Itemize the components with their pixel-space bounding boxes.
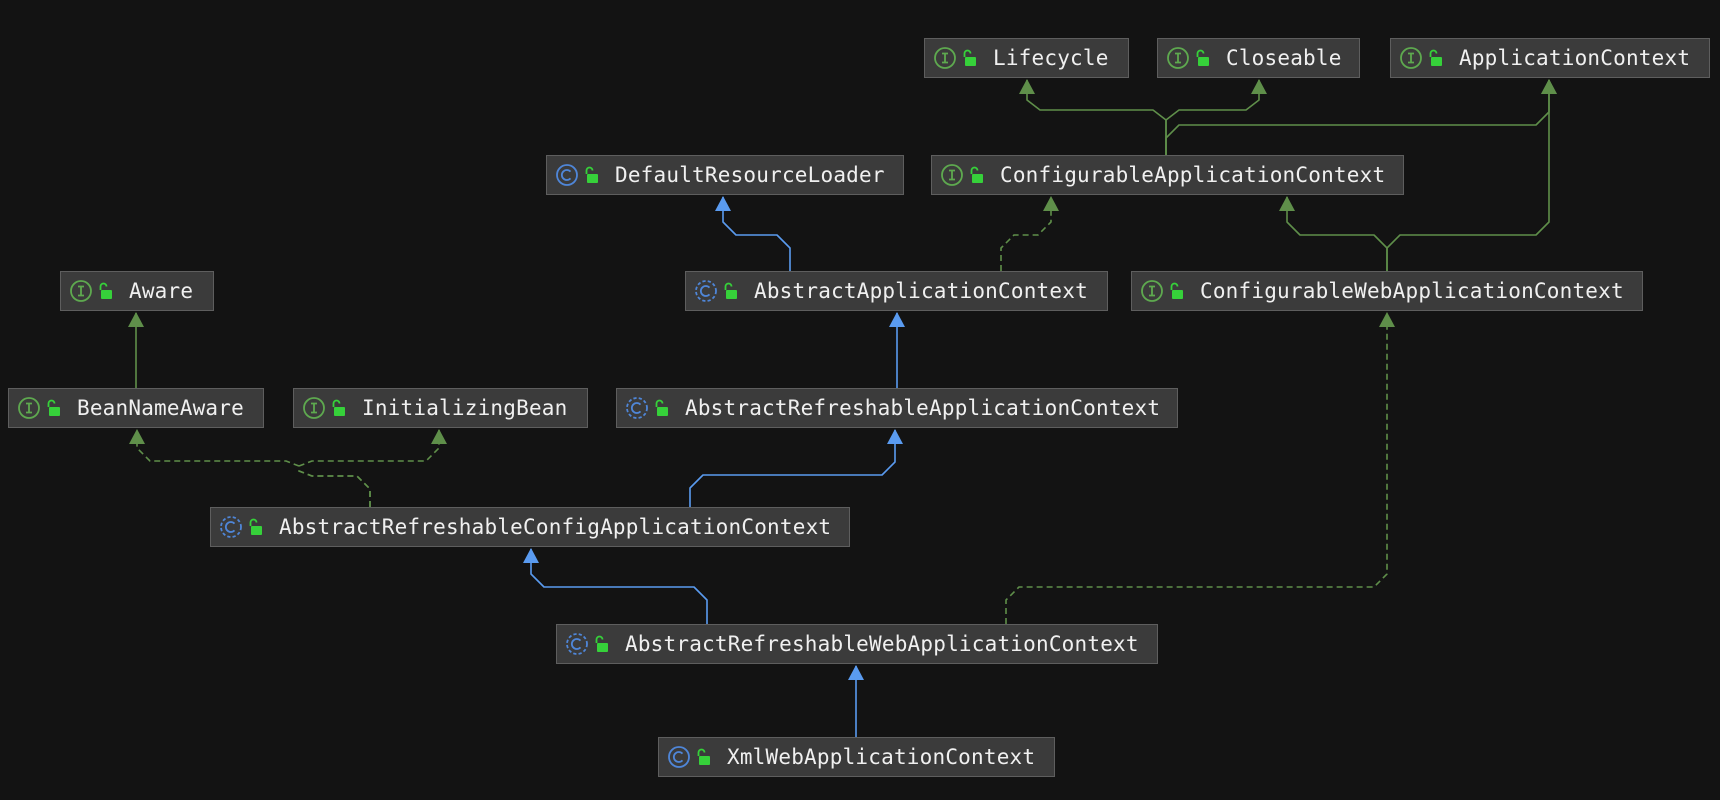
edge-line xyxy=(1386,80,1550,271)
interface-icon xyxy=(1140,279,1164,303)
edge-line xyxy=(1286,197,1388,271)
public-lock-icon xyxy=(247,515,265,539)
node-applicationcontext[interactable]: ApplicationContext xyxy=(1390,38,1710,78)
node-label: AbstractRefreshableApplicationContext xyxy=(685,396,1161,420)
edge-line xyxy=(1005,313,1388,624)
interface-icon xyxy=(17,396,41,420)
edge-configurableapplicationcontext-to-closeable xyxy=(1165,79,1267,155)
node-aware[interactable]: Aware xyxy=(60,271,214,311)
edge-abstractrefreshableapplicationcontext-to-abstractapplicationcontext xyxy=(889,312,905,388)
inheritance-arrowhead xyxy=(1019,79,1035,94)
public-lock-icon xyxy=(1427,46,1445,70)
edge-line xyxy=(689,430,896,507)
node-abstractapplicationcontext[interactable]: AbstractApplicationContext xyxy=(685,271,1108,311)
inheritance-arrowhead xyxy=(1379,312,1395,327)
interface-icon xyxy=(933,46,957,70)
node-beannameaware[interactable]: BeanNameAware xyxy=(8,388,264,428)
inheritance-arrowhead xyxy=(715,196,731,211)
inheritance-arrowhead xyxy=(848,665,864,680)
public-lock-icon xyxy=(695,745,713,769)
public-lock-icon xyxy=(722,279,740,303)
node-label: Lifecycle xyxy=(993,46,1109,70)
edge-configurableapplicationcontext-to-applicationcontext xyxy=(1165,79,1557,155)
edge-line xyxy=(722,197,791,271)
interface-icon xyxy=(302,396,326,420)
interface-icon xyxy=(1166,46,1190,70)
edge-abstractrefreshablewebapplicationcontext-to-configurablewebapplicationcontext xyxy=(1005,312,1395,624)
edge-line xyxy=(1165,80,1260,155)
public-lock-icon xyxy=(653,396,671,420)
class-icon xyxy=(555,163,579,187)
abstract-class-icon xyxy=(565,632,589,656)
edge-abstractrefreshableconfigapplicationcontext-to-beannameaware xyxy=(129,429,371,507)
node-configurableapplicationcontext[interactable]: ConfigurableApplicationContext xyxy=(931,155,1404,195)
node-initializingbean[interactable]: InitializingBean xyxy=(293,388,588,428)
public-lock-icon xyxy=(45,396,63,420)
interface-icon xyxy=(1399,46,1423,70)
public-lock-icon xyxy=(1168,279,1186,303)
inheritance-arrowhead xyxy=(1279,196,1295,211)
node-closeable[interactable]: Closeable xyxy=(1157,38,1360,78)
inheritance-arrowhead xyxy=(889,312,905,327)
edge-line xyxy=(136,430,371,507)
node-label: AbstractApplicationContext xyxy=(754,279,1088,303)
public-lock-icon xyxy=(1194,46,1212,70)
edge-abstractapplicationcontext-to-configurableapplicationcontext xyxy=(1000,196,1059,271)
inheritance-arrowhead xyxy=(128,312,144,327)
inheritance-arrowhead xyxy=(523,548,539,563)
node-label: AbstractRefreshableWebApplicationContext xyxy=(625,632,1139,656)
abstract-class-icon xyxy=(625,396,649,420)
edge-configurablewebapplicationcontext-to-configurableapplicationcontext xyxy=(1279,196,1388,271)
public-lock-icon xyxy=(583,163,601,187)
edge-abstractapplicationcontext-to-defaultresourceloader xyxy=(715,196,791,271)
abstract-class-icon xyxy=(694,279,718,303)
edge-beannameaware-to-aware xyxy=(128,312,144,388)
inheritance-arrowhead xyxy=(887,429,903,444)
inheritance-arrowhead xyxy=(1541,79,1557,94)
edge-configurablewebapplicationcontext-to-applicationcontext xyxy=(1386,79,1557,271)
edge-xmlwebapplicationcontext-to-abstractrefreshablewebapplicationcontext xyxy=(848,665,864,737)
edge-abstractrefreshablewebapplicationcontext-to-abstractrefreshableconfigapplicationcontext xyxy=(523,548,708,624)
node-label: ApplicationContext xyxy=(1459,46,1691,70)
node-label: Closeable xyxy=(1226,46,1342,70)
node-defaultresourceloader[interactable]: DefaultResourceLoader xyxy=(546,155,904,195)
edge-line xyxy=(1000,197,1052,271)
class-icon xyxy=(667,745,691,769)
node-label: ConfigurableWebApplicationContext xyxy=(1200,279,1624,303)
node-abstractrefreshableapplicationcontext[interactable]: AbstractRefreshableApplicationContext xyxy=(616,388,1178,428)
interface-icon xyxy=(69,279,93,303)
edge-line xyxy=(298,430,440,507)
node-label: ConfigurableApplicationContext xyxy=(1000,163,1386,187)
node-configurablewebapplicationcontext[interactable]: ConfigurableWebApplicationContext xyxy=(1131,271,1643,311)
inheritance-arrowhead xyxy=(1043,196,1059,211)
edge-abstractrefreshableconfigapplicationcontext-to-abstractrefreshableapplicationcontext xyxy=(689,429,903,507)
node-label: XmlWebApplicationContext xyxy=(727,745,1036,769)
edge-abstractrefreshableconfigapplicationcontext-to-initializingbean xyxy=(298,429,447,507)
public-lock-icon xyxy=(330,396,348,420)
public-lock-icon xyxy=(961,46,979,70)
edge-line xyxy=(1165,80,1550,155)
edge-line xyxy=(530,549,708,624)
edge-configurableapplicationcontext-to-lifecycle xyxy=(1019,79,1167,155)
interface-icon xyxy=(940,163,964,187)
node-lifecycle[interactable]: Lifecycle xyxy=(924,38,1129,78)
inheritance-arrowhead xyxy=(1251,79,1267,94)
node-label: InitializingBean xyxy=(362,396,568,420)
node-abstractrefreshablewebapplicationcontext[interactable]: AbstractRefreshableWebApplicationContext xyxy=(556,624,1158,664)
node-label: Aware xyxy=(129,279,194,303)
node-label: DefaultResourceLoader xyxy=(615,163,885,187)
node-abstractrefreshableconfigapplicationcontext[interactable]: AbstractRefreshableConfigApplicationCont… xyxy=(210,507,850,547)
node-xmlwebapplicationcontext[interactable]: XmlWebApplicationContext xyxy=(658,737,1055,777)
node-label: BeanNameAware xyxy=(77,396,244,420)
public-lock-icon xyxy=(968,163,986,187)
edge-line xyxy=(1026,80,1167,155)
node-label: AbstractRefreshableConfigApplicationCont… xyxy=(279,515,832,539)
inheritance-arrowhead xyxy=(129,429,145,444)
inheritance-arrowhead xyxy=(431,429,447,444)
abstract-class-icon xyxy=(219,515,243,539)
public-lock-icon xyxy=(97,279,115,303)
public-lock-icon xyxy=(593,632,611,656)
